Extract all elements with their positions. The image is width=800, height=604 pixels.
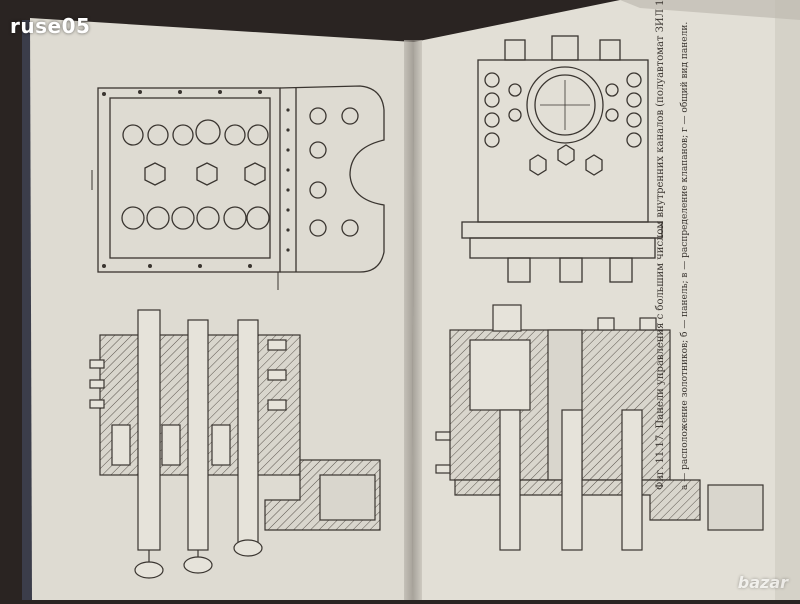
figure-caption: Фиг. 11.17. Панели управления с большим … xyxy=(655,0,666,490)
panel-front-drawing xyxy=(461,35,663,283)
panel-plan-drawing xyxy=(91,85,385,290)
valve-section-drawing xyxy=(89,309,381,579)
watermark-username: ruse05 xyxy=(10,14,91,38)
figure-legend: а — расположение золотников; б — панель;… xyxy=(680,21,690,490)
watermark-site: bazar xyxy=(737,573,788,592)
panel-section-drawing xyxy=(435,304,764,551)
